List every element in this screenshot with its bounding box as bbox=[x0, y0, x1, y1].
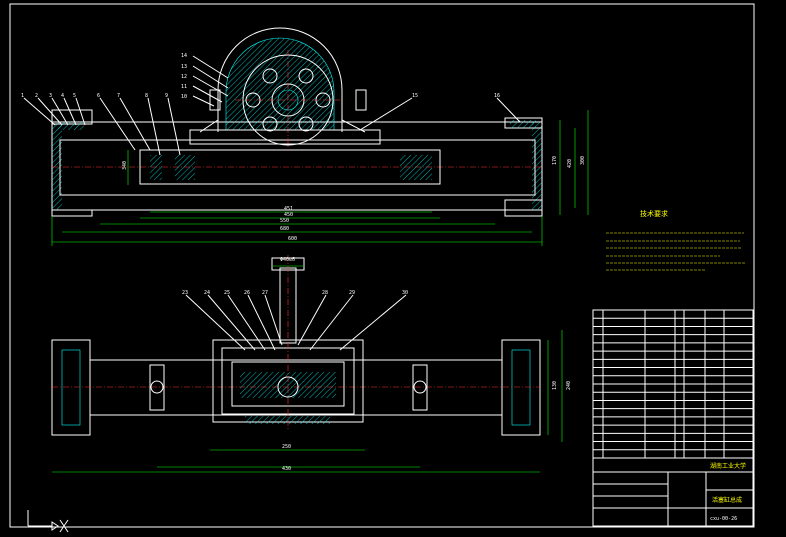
callout-3: 3 bbox=[49, 93, 52, 99]
callout-8: 8 bbox=[145, 93, 148, 99]
callout-14: 14 bbox=[181, 53, 187, 59]
callout-10: 10 bbox=[181, 94, 187, 100]
callout-24: 24 bbox=[204, 290, 210, 296]
title-block bbox=[592, 457, 754, 527]
callout-5: 5 bbox=[73, 93, 76, 99]
dim-phi40: Φ40e6 bbox=[280, 257, 295, 263]
top-view bbox=[51, 27, 589, 246]
callout-2: 2 bbox=[35, 93, 38, 99]
school-name: 湖南工业大学 bbox=[710, 462, 746, 470]
callout-16: 16 bbox=[494, 93, 500, 99]
drawing-name: 活塞缸总成 bbox=[712, 496, 742, 504]
front-view bbox=[51, 255, 563, 473]
dim-130: 130 bbox=[552, 381, 558, 390]
callout-9: 9 bbox=[165, 93, 168, 99]
dim-680: 680 bbox=[280, 226, 289, 232]
callout-4: 4 bbox=[61, 93, 64, 99]
ucs-icon bbox=[27, 510, 69, 533]
dim-420: 420 bbox=[567, 159, 573, 168]
dim-451: 451 bbox=[284, 206, 293, 212]
drawing-number: cxu-00-26 bbox=[710, 516, 737, 522]
dim-240: 240 bbox=[566, 381, 572, 390]
dim-430: 430 bbox=[282, 466, 291, 472]
dim-450: 450 bbox=[284, 212, 293, 218]
callout-6: 6 bbox=[97, 93, 100, 99]
callout-13: 13 bbox=[181, 64, 187, 70]
tech-req-lines bbox=[606, 232, 746, 271]
dim-600: 600 bbox=[288, 236, 297, 242]
dim-550: 550 bbox=[280, 218, 289, 224]
callout-26: 26 bbox=[244, 290, 250, 296]
front-callouts bbox=[185, 294, 407, 351]
callout-15: 15 bbox=[412, 93, 418, 99]
drawing-frame bbox=[9, 3, 755, 528]
top-callouts bbox=[23, 55, 521, 156]
callout-1: 1 bbox=[21, 93, 24, 99]
tech-req-title: 技术要求 bbox=[640, 209, 668, 218]
callout-30: 30 bbox=[402, 290, 408, 296]
callout-11: 11 bbox=[181, 84, 187, 90]
callout-12: 12 bbox=[181, 74, 187, 80]
dim-340: 340 bbox=[122, 161, 128, 170]
dim-170: 170 bbox=[552, 156, 558, 165]
dim-250: 250 bbox=[282, 444, 291, 450]
dim-300: 300 bbox=[580, 156, 586, 165]
callout-29: 29 bbox=[349, 290, 355, 296]
callout-28: 28 bbox=[322, 290, 328, 296]
parts-list bbox=[592, 309, 754, 459]
callout-25: 25 bbox=[224, 290, 230, 296]
callout-7: 7 bbox=[117, 93, 120, 99]
callout-23: 23 bbox=[182, 290, 188, 296]
callout-27: 27 bbox=[262, 290, 268, 296]
